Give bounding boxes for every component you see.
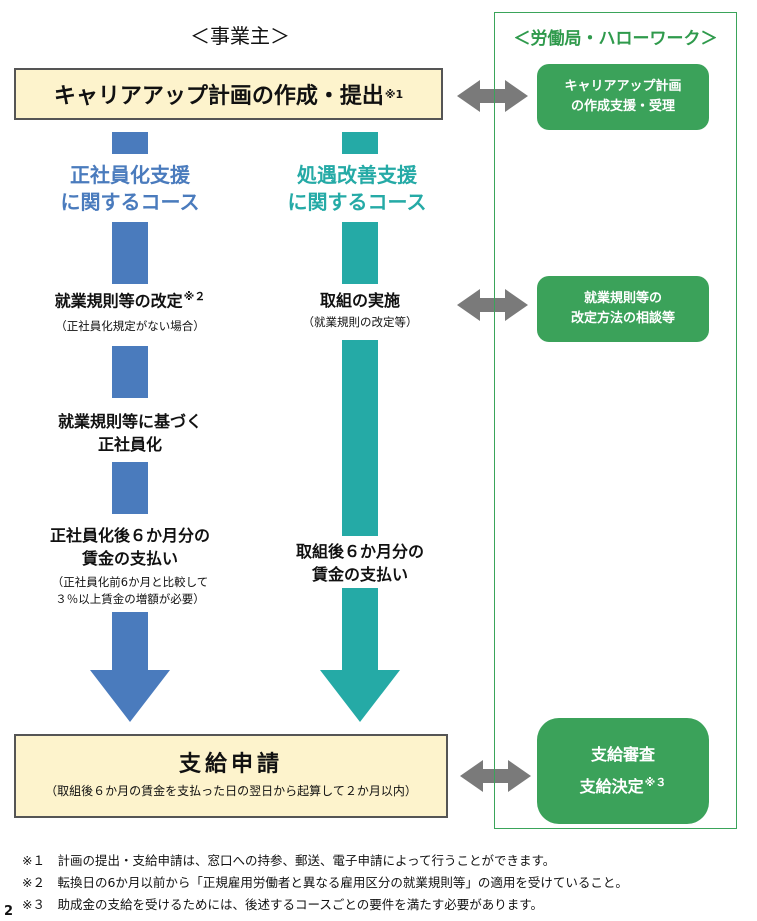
career-up-plan-text: キャリアアップ計画の作成・提出 xyxy=(53,84,384,109)
regular-step1: 就業規則等の改定※２ xyxy=(54,290,206,311)
labor-office-panel xyxy=(494,12,737,829)
regular-course-title: 正社員化支援 に関するコース xyxy=(60,163,200,214)
review-line2: 支給決定※３ xyxy=(579,775,667,796)
double-arrow-3 xyxy=(460,760,531,792)
treatment-step1-note: （就業規則の改定等） xyxy=(302,315,418,329)
plan-support-box: キャリアアップ計画 の作成支援・受理 xyxy=(537,64,709,130)
double-arrow-1 xyxy=(457,80,528,112)
labor-office-header: ＜労働局・ハローワーク＞ xyxy=(513,29,718,49)
footnote-1: ※１ 計画の提出・支給申請は、窓口への持参、郵送、電子申請によって行うことができ… xyxy=(22,853,556,868)
teal-bar-1 xyxy=(342,132,378,154)
apply-note: （取組後６か月の賃金を支払った日の翌日から起算して２か月以内） xyxy=(45,784,417,798)
regular-step3: 正社員化後６か月分の 賃金の支払い xyxy=(49,526,210,569)
note-mark-1: ※1 xyxy=(384,87,404,101)
career-up-plan-box: キャリアアップ計画の作成・提出※1 xyxy=(14,68,443,120)
footnote-2: ※２ 転換日の6か月以前から「正規雇用労働者と異なる雇用区分の就業規則等」の適用… xyxy=(22,875,628,890)
teal-arrow-head xyxy=(320,670,400,722)
blue-arrow-head xyxy=(90,670,170,722)
apply-box xyxy=(14,734,448,818)
regular-step3-note: （正社員化前6か月と比較して ３％以上賃金の増額が必要） xyxy=(51,575,209,606)
teal-bar-2 xyxy=(342,222,378,284)
blue-bar-4 xyxy=(112,462,148,514)
consult-line2: 改定方法の相談等 xyxy=(570,311,675,326)
note-mark-3: ※３ xyxy=(644,775,667,789)
employer-header: ＜事業主＞ xyxy=(190,24,290,48)
blue-bar-1 xyxy=(112,132,148,154)
review-line1: 支給審査 xyxy=(590,745,655,764)
plan-support-line2: の作成支援・受理 xyxy=(570,99,675,114)
footnote-3: ※３ 助成金の支給を受けるためには、後述するコースごとの要件を満たす必要がありま… xyxy=(22,897,543,912)
apply-title: 支給申請 xyxy=(178,752,283,777)
double-arrow-2 xyxy=(457,289,528,321)
review-box: 支給審査 支給決定※３ xyxy=(537,718,709,824)
teal-bar-4 xyxy=(342,588,378,670)
page-number: 2 xyxy=(4,904,14,919)
plan-support-line1: キャリアアップ計画 xyxy=(564,78,682,94)
treatment-step1: 取組の実施 xyxy=(319,291,400,310)
treatment-course-title: 処遇改善支援 に関するコース xyxy=(287,163,427,214)
treatment-step2: 取組後６か月分の 賃金の支払い xyxy=(295,542,424,585)
regular-step1-note: （正社員化規定がない場合） xyxy=(55,319,205,333)
blue-bar-3 xyxy=(112,346,148,398)
consult-box: 就業規則等の 改定方法の相談等 xyxy=(537,276,709,342)
teal-bar-3 xyxy=(342,340,378,536)
blue-bar-2 xyxy=(112,222,148,284)
blue-bar-5 xyxy=(112,612,148,670)
note-mark-2: ※２ xyxy=(183,290,206,303)
consult-line1: 就業規則等の xyxy=(583,290,662,306)
regular-step2: 就業規則等に基づく 正社員化 xyxy=(57,412,202,455)
